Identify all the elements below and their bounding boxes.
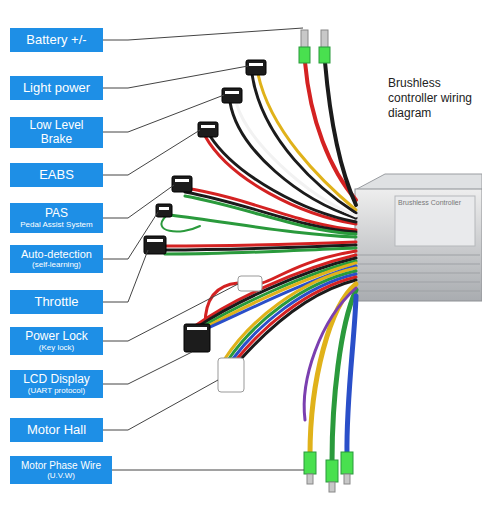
wire [185,188,356,230]
plug-tag [225,91,239,94]
hall-connector [218,358,244,392]
box-subtitle: (Key lock) [39,344,75,353]
bullet-plug [329,482,335,492]
sticker-text: Brushless Controller [398,199,474,208]
plug-tag [175,179,189,182]
wire [347,296,356,455]
controller-box [355,189,482,301]
box-title: LCD Display [23,373,90,386]
leader-line [103,95,224,132]
wire [165,248,356,254]
box-title: Low Level Brake [13,119,100,145]
leader-line [103,212,158,259]
box-title: Auto-detection [21,248,92,260]
box-title: Motor Phase Wire [21,460,101,471]
spade-terminal [301,30,308,48]
phase-terminal [326,460,338,482]
controller-top [355,174,482,190]
label-box: Throttle [10,290,103,314]
controller-sticker [395,196,475,246]
label-box: Light power [10,76,103,100]
label-box: PASPedal Assist System [10,203,103,233]
leader-line [112,470,304,471]
heat-rib [358,291,480,292]
box-subtitle: (self-learning) [32,261,81,270]
wire [325,62,356,205]
plug-connector [198,122,218,137]
phase-terminal [341,452,353,474]
leader-line [103,380,218,430]
wire [236,102,356,216]
wire [185,192,356,232]
wire [210,136,356,222]
wire [161,216,200,231]
wire [232,274,356,360]
box-title: Motor Hall [27,423,86,437]
plug-tag [249,63,263,66]
leader-line [103,130,200,175]
label-box: Motor Hall [10,418,103,442]
plug-tag [159,207,169,210]
plug-tag [187,327,207,330]
plug-tag [147,239,163,242]
heat-rib [358,264,480,265]
label-box: Low Level Brake [10,117,103,148]
plug-connector [172,176,192,192]
heat-rib [358,282,480,283]
terminal-sleeve [299,47,310,63]
plug-connector [246,60,266,75]
leader-line [103,352,192,384]
leader-line [103,28,303,40]
box-title: Battery +/- [26,33,86,47]
plug-connector [156,204,172,217]
leader-line [103,284,238,341]
bullet-plug [344,474,350,484]
label-box: Battery +/- [10,28,103,52]
plug-connector [222,88,242,103]
label-box: LCD Display(UART protocol) [10,370,103,398]
bullet-plug [307,474,313,484]
phase-terminal [304,452,316,474]
wire [236,277,356,360]
wire [205,136,356,224]
wire [332,290,356,462]
leader-line [103,66,248,88]
plug-tag [201,125,215,128]
box-title: Power Lock [25,330,88,343]
label-box: Motor Phase Wire(U.V.W) [10,456,112,484]
heat-rib [358,255,480,256]
box-title: EABS [39,168,74,182]
label-box: Auto-detection(self-learning) [10,245,103,273]
wire [304,288,356,420]
box-title: Light power [23,81,90,95]
diagram-caption: Brushless controller wiring diagram [388,76,480,121]
box-subtitle: (UART protocol) [28,387,86,396]
box-subtitle: Pedal Assist System [20,221,92,230]
label-box: Power Lock(Key lock) [10,327,103,355]
box-subtitle: (U.V.W) [47,472,75,481]
heat-rib [358,273,480,274]
spade-terminal [321,30,328,48]
terminal-sleeve [319,47,330,63]
box-title: Throttle [34,295,78,309]
leader-line [103,250,148,302]
box-title: PAS [45,207,68,220]
label-box: EABS [10,163,103,187]
plug-connector [184,324,210,352]
leader-line [103,185,174,218]
white-connector [238,276,262,291]
